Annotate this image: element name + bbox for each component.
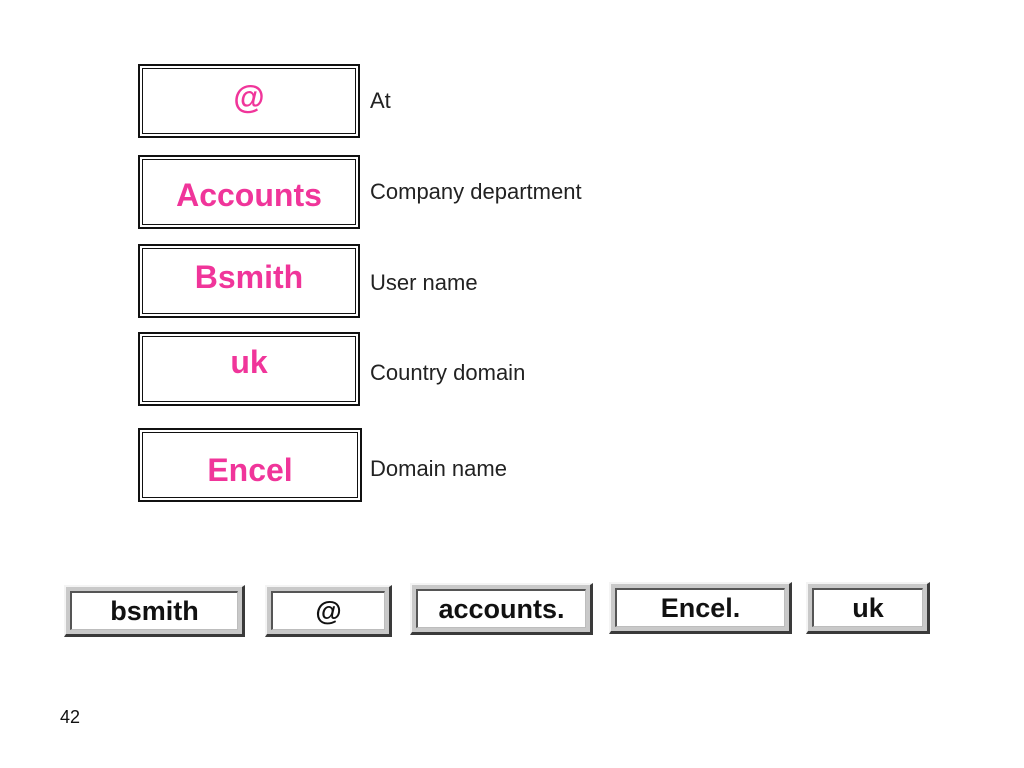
term-description: Company department bbox=[370, 179, 582, 204]
address-part-accounts-button[interactable]: accounts. bbox=[410, 583, 593, 635]
term-description: User name bbox=[370, 270, 478, 295]
address-part-uk-button[interactable]: uk bbox=[806, 582, 930, 634]
address-part-encel-button[interactable]: Encel. bbox=[609, 582, 792, 634]
address-part-label: accounts. bbox=[416, 589, 586, 628]
term-description: Country domain bbox=[370, 360, 526, 385]
address-part-label: bsmith bbox=[70, 591, 238, 630]
term-label: Accounts bbox=[142, 159, 356, 225]
term-label: Encel bbox=[142, 432, 358, 498]
term-label: @ bbox=[142, 68, 356, 134]
term-label: uk bbox=[142, 336, 356, 402]
address-part-at-button[interactable]: @ bbox=[265, 585, 392, 637]
term-box: Encel bbox=[138, 428, 362, 502]
address-part-label: @ bbox=[271, 591, 385, 630]
term-box: Bsmith bbox=[138, 244, 360, 318]
address-part-label: Encel. bbox=[615, 588, 785, 627]
term-description: At bbox=[370, 88, 391, 113]
page-number: 42 bbox=[60, 707, 81, 727]
email-address-buttons: bsmith @ accounts. Encel. uk bbox=[0, 580, 1024, 650]
term-box: uk bbox=[138, 332, 360, 406]
term-box: Accounts bbox=[138, 155, 360, 229]
address-part-label: uk bbox=[812, 588, 923, 627]
term-box: @ bbox=[138, 64, 360, 138]
term-label: Bsmith bbox=[142, 248, 356, 314]
address-part-bsmith-button[interactable]: bsmith bbox=[64, 585, 245, 637]
email-term-list: @ At Accounts Company department Bsmith … bbox=[138, 64, 582, 502]
term-description: Domain name bbox=[370, 456, 507, 481]
